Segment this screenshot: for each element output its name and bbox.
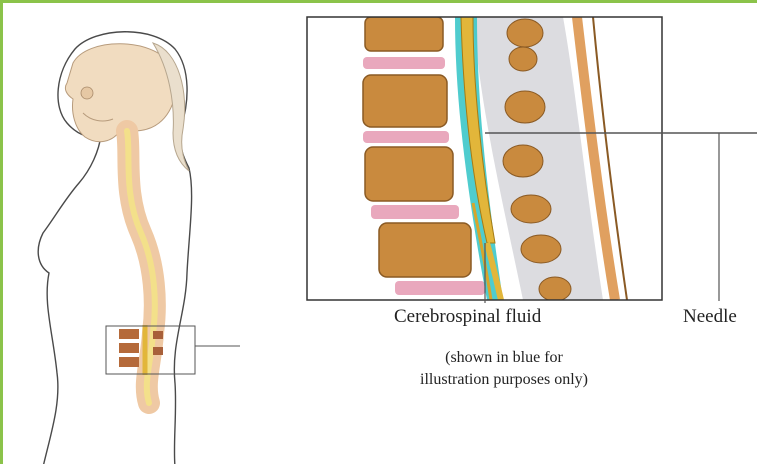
note-line-1: (shown in blue for [379,347,629,369]
anatomy-illustration [3,3,757,464]
needle-label: Needle [683,306,737,328]
note-line-2: illustration purposes only) [379,369,629,391]
csf-label: Cerebrospinal fluid [394,306,541,328]
illustration-note: (shown in blue for illustration purposes… [379,347,629,391]
body-silhouette [38,32,191,464]
